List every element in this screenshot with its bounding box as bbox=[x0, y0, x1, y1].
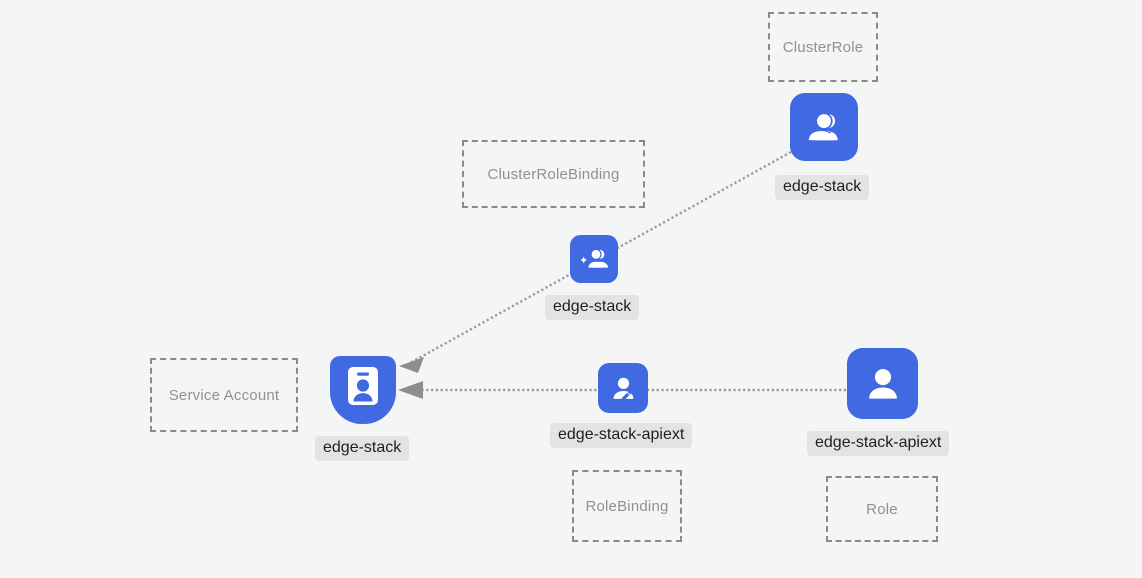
kind-box-clusterrole: ClusterRole bbox=[768, 12, 878, 82]
kind-label-serviceaccount: Service Account bbox=[168, 386, 280, 404]
role-icon[interactable] bbox=[847, 348, 918, 419]
kind-box-rolebinding: RoleBinding bbox=[572, 470, 682, 542]
kind-box-role: Role bbox=[826, 476, 938, 542]
kind-box-clusterrolebinding: ClusterRoleBinding bbox=[462, 140, 645, 208]
node-name-chip-serviceaccount: edge-stack bbox=[315, 436, 410, 462]
kind-box-serviceaccount: Service Account bbox=[150, 358, 298, 432]
kind-label-rolebinding: RoleBinding bbox=[585, 497, 669, 515]
cluster-role-binding-icon[interactable] bbox=[570, 235, 618, 283]
cluster-role-icon[interactable] bbox=[790, 93, 858, 161]
service-account-icon[interactable] bbox=[330, 356, 396, 424]
edge-arrowhead bbox=[398, 381, 423, 399]
node-name-chip-role: edge-stack-apiext bbox=[807, 431, 950, 457]
role-binding-icon[interactable] bbox=[598, 363, 648, 413]
node-name-chip-rolebinding: edge-stack-apiext bbox=[550, 423, 693, 449]
node-name-chip-clusterrolebinding: edge-stack bbox=[545, 295, 640, 321]
node-name-chip-clusterrole: edge-stack bbox=[775, 175, 870, 201]
edge-arrowhead bbox=[399, 357, 424, 373]
kind-label-role: Role bbox=[866, 500, 898, 518]
kind-label-clusterrole: ClusterRole bbox=[782, 38, 864, 56]
kind-label-clusterrolebinding: ClusterRoleBinding bbox=[487, 165, 620, 183]
